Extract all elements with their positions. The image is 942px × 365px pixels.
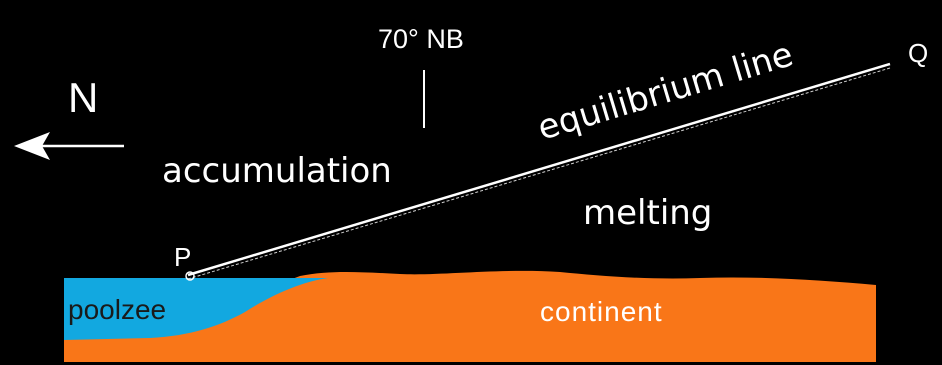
continent-label: continent bbox=[540, 296, 663, 327]
sea-label: poolzee bbox=[68, 294, 166, 325]
equilibrium-line bbox=[187, 62, 891, 277]
point-q-label: Q bbox=[908, 38, 928, 68]
north-label: N bbox=[68, 74, 98, 121]
accumulation-label: accumulation bbox=[162, 151, 392, 191]
point-p-marker bbox=[185, 271, 195, 281]
equilibrium-line-shadow bbox=[187, 67, 891, 280]
north-arrow bbox=[14, 132, 124, 160]
melting-label: melting bbox=[583, 193, 712, 233]
point-p-label: P bbox=[174, 242, 191, 272]
sea-shape bbox=[64, 278, 328, 340]
latitude-label: 70° NB bbox=[378, 24, 464, 54]
